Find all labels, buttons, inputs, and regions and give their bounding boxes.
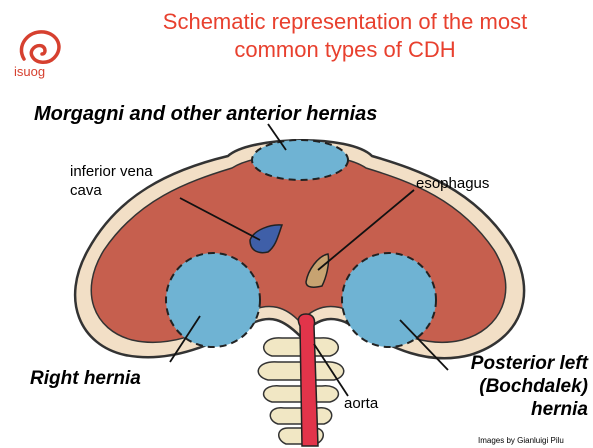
- aorta-vessel: [298, 314, 318, 446]
- title-line-1: Schematic representation of the most: [110, 8, 580, 36]
- anterior-hernias-heading: Morgagni and other anterior hernias: [34, 103, 377, 126]
- ivc-label: inferior vena cava: [70, 162, 153, 200]
- posterior-left-hernia-label: Posterior left (Bochdalek) hernia: [452, 352, 588, 421]
- page-title: Schematic representation of the most com…: [110, 8, 580, 64]
- posterior-label-line-2: (Bochdalek): [452, 375, 588, 398]
- title-line-2: common types of CDH: [110, 36, 580, 64]
- posterior-label-line-1: Posterior left: [452, 352, 588, 375]
- aorta-label: aorta: [344, 394, 378, 413]
- posterior-label-line-3: hernia: [452, 398, 588, 421]
- ivc-label-line-2: cava: [70, 181, 153, 200]
- right-hernia-label: Right hernia: [30, 367, 141, 390]
- logo-text: isuog: [14, 64, 45, 79]
- anterior-hernia: [252, 140, 348, 180]
- right-hernia: [166, 253, 260, 347]
- posterior-left-hernia: [342, 253, 436, 347]
- esophagus-label: esophagus: [416, 174, 489, 193]
- ivc-label-line-1: inferior vena: [70, 162, 153, 181]
- image-credit: Images by Gianluigi Pilu: [478, 436, 564, 445]
